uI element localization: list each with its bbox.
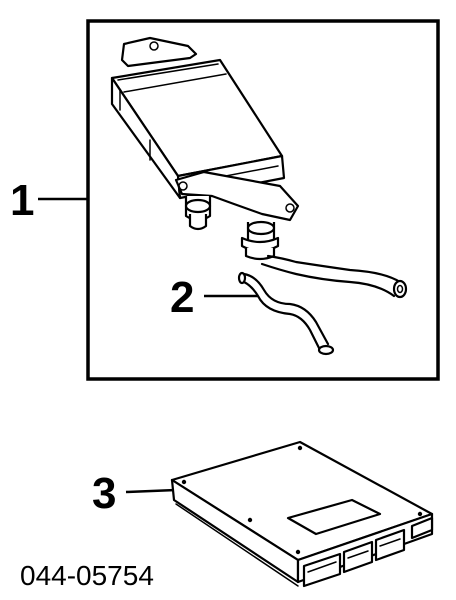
callout-1-label: 1 (10, 176, 34, 225)
canister-drawing (110, 36, 408, 299)
callout-2-label: 2 (170, 273, 194, 322)
callout-3-label: 3 (92, 469, 116, 518)
part-number: 044-05754 (20, 560, 154, 591)
vent-hose-drawing (237, 271, 335, 356)
control-module-drawing (170, 440, 434, 588)
callout-3-leader (125, 488, 177, 494)
